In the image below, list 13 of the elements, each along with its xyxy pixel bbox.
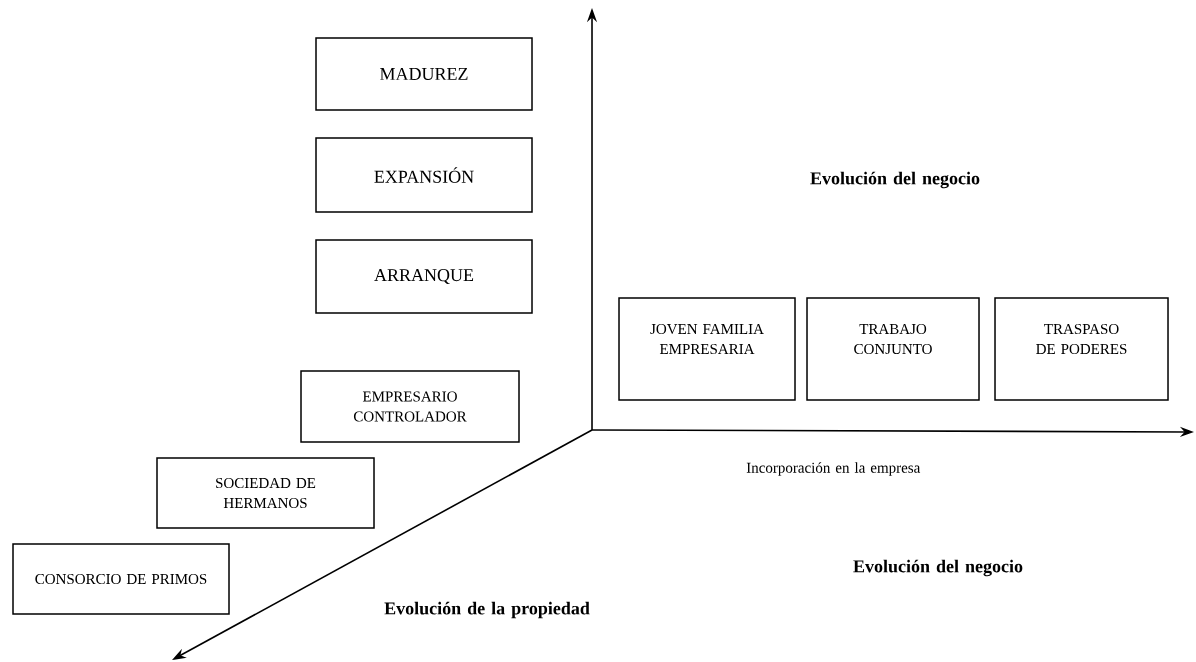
stage-box: ARRANQUE <box>315 239 533 314</box>
stage-box: CONSORCIO DE PRIMOS <box>12 543 230 615</box>
stage-box: TRABAJO CONJUNTO <box>806 297 980 401</box>
axis-label: Evolución del negocio <box>853 559 1023 577</box>
stage-box: EMPRESARIO CONTROLADOR <box>300 370 520 443</box>
axis-label: Evolución de la propiedad <box>384 601 590 619</box>
stage-box: SOCIEDAD DE HERMANOS <box>156 457 375 529</box>
stage-box: TRASPASO DE PODERES <box>994 297 1169 401</box>
stage-box: JOVEN FAMILIA EMPRESARIA <box>618 297 796 401</box>
stage-box: MADUREZ <box>315 37 533 111</box>
stage-box: EXPANSIÓN <box>315 137 533 213</box>
axis-label: Incorporación en la empresa <box>746 462 921 476</box>
axis-label: Evolución del negocio <box>810 171 980 189</box>
